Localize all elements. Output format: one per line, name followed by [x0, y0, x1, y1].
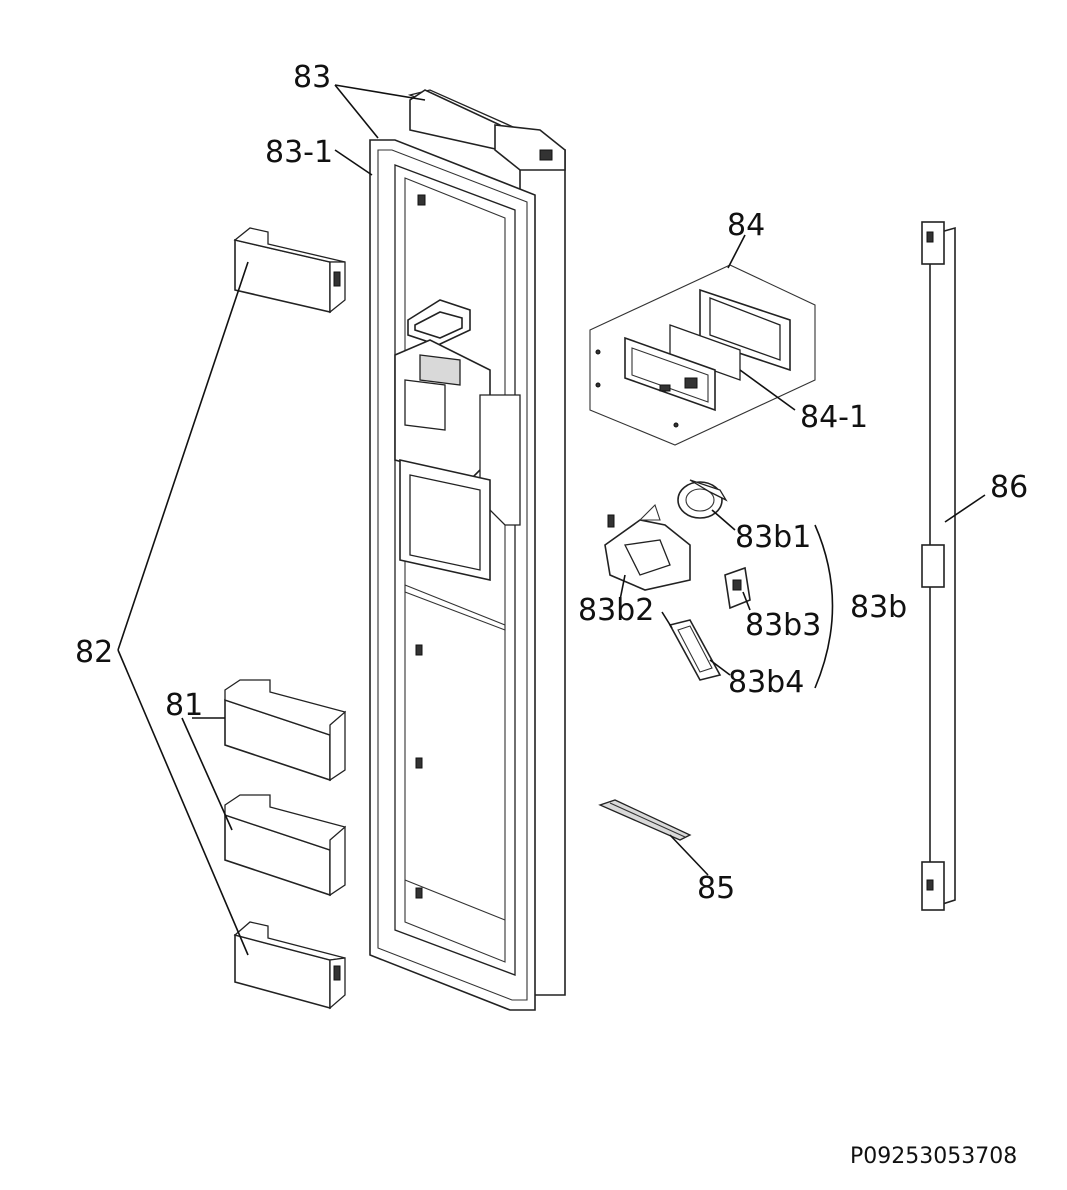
callout-82: 82	[75, 635, 113, 670]
diagram-code: P09253053708	[850, 1144, 1017, 1169]
lever-83b4	[661, 611, 722, 681]
control-panel-assembly	[589, 264, 816, 446]
switch-83b3	[724, 566, 751, 610]
callout-86: 86	[990, 470, 1028, 505]
callout-83: 83	[293, 60, 331, 95]
bin-81-lower	[224, 794, 347, 897]
shelf-small-top	[233, 227, 346, 314]
leader-lines	[117, 84, 986, 956]
dispenser-flap-83b1	[677, 479, 728, 519]
callout-84-1: 84-1	[800, 400, 868, 435]
callout-83b4: 83b4	[728, 665, 804, 700]
callout-81: 81	[165, 688, 203, 723]
bin-81-upper	[224, 679, 347, 782]
callout-85: 85	[697, 871, 735, 906]
dispenser-chute-83b2	[604, 503, 691, 591]
door-assembly	[369, 89, 566, 1011]
callout-83b3: 83b3	[745, 608, 821, 643]
callout-84: 84	[727, 208, 765, 243]
callout-83b2: 83b2	[578, 593, 654, 628]
callout-83b: 83b	[850, 590, 907, 625]
callout-83-1: 83-1	[265, 135, 333, 170]
callout-83b1: 83b1	[735, 520, 811, 555]
grille-85	[598, 799, 692, 841]
handle-86	[921, 221, 956, 911]
shelf-small-bottom	[233, 921, 346, 1010]
